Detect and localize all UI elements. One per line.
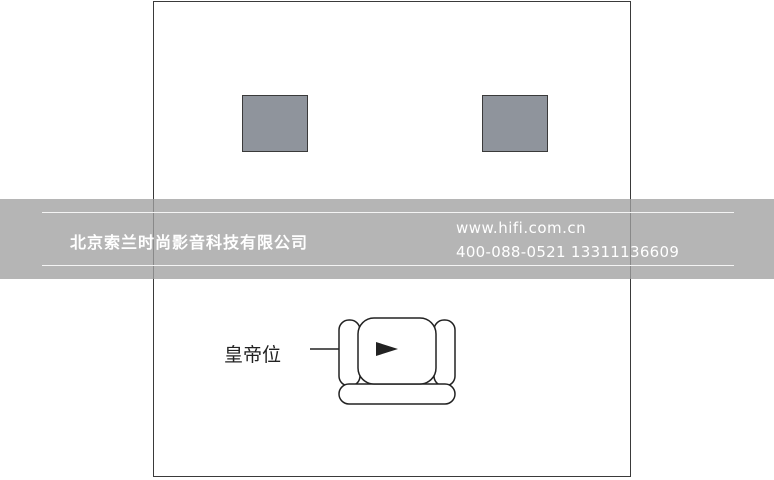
watermark-divider-bottom [42,265,734,266]
watermark-phones: 400-088-0521 13311136609 [456,243,680,261]
chair-seat [357,317,437,385]
chair-backrest [338,383,456,405]
seat-label: 皇帝位 [224,344,282,366]
right-speaker [482,95,548,152]
chair-right-arm [433,319,456,387]
watermark-company: 北京索兰时尚影音科技有限公司 [70,233,309,252]
chair-left-arm [338,319,361,387]
watermark-band: 北京索兰时尚影音科技有限公司 www.hifi.com.cn 400-088-0… [0,199,774,279]
watermark-divider-top [42,212,734,213]
pointer-arrow-head-overlay [376,342,398,356]
watermark-website: www.hifi.com.cn [456,219,587,237]
left-speaker [242,95,308,152]
